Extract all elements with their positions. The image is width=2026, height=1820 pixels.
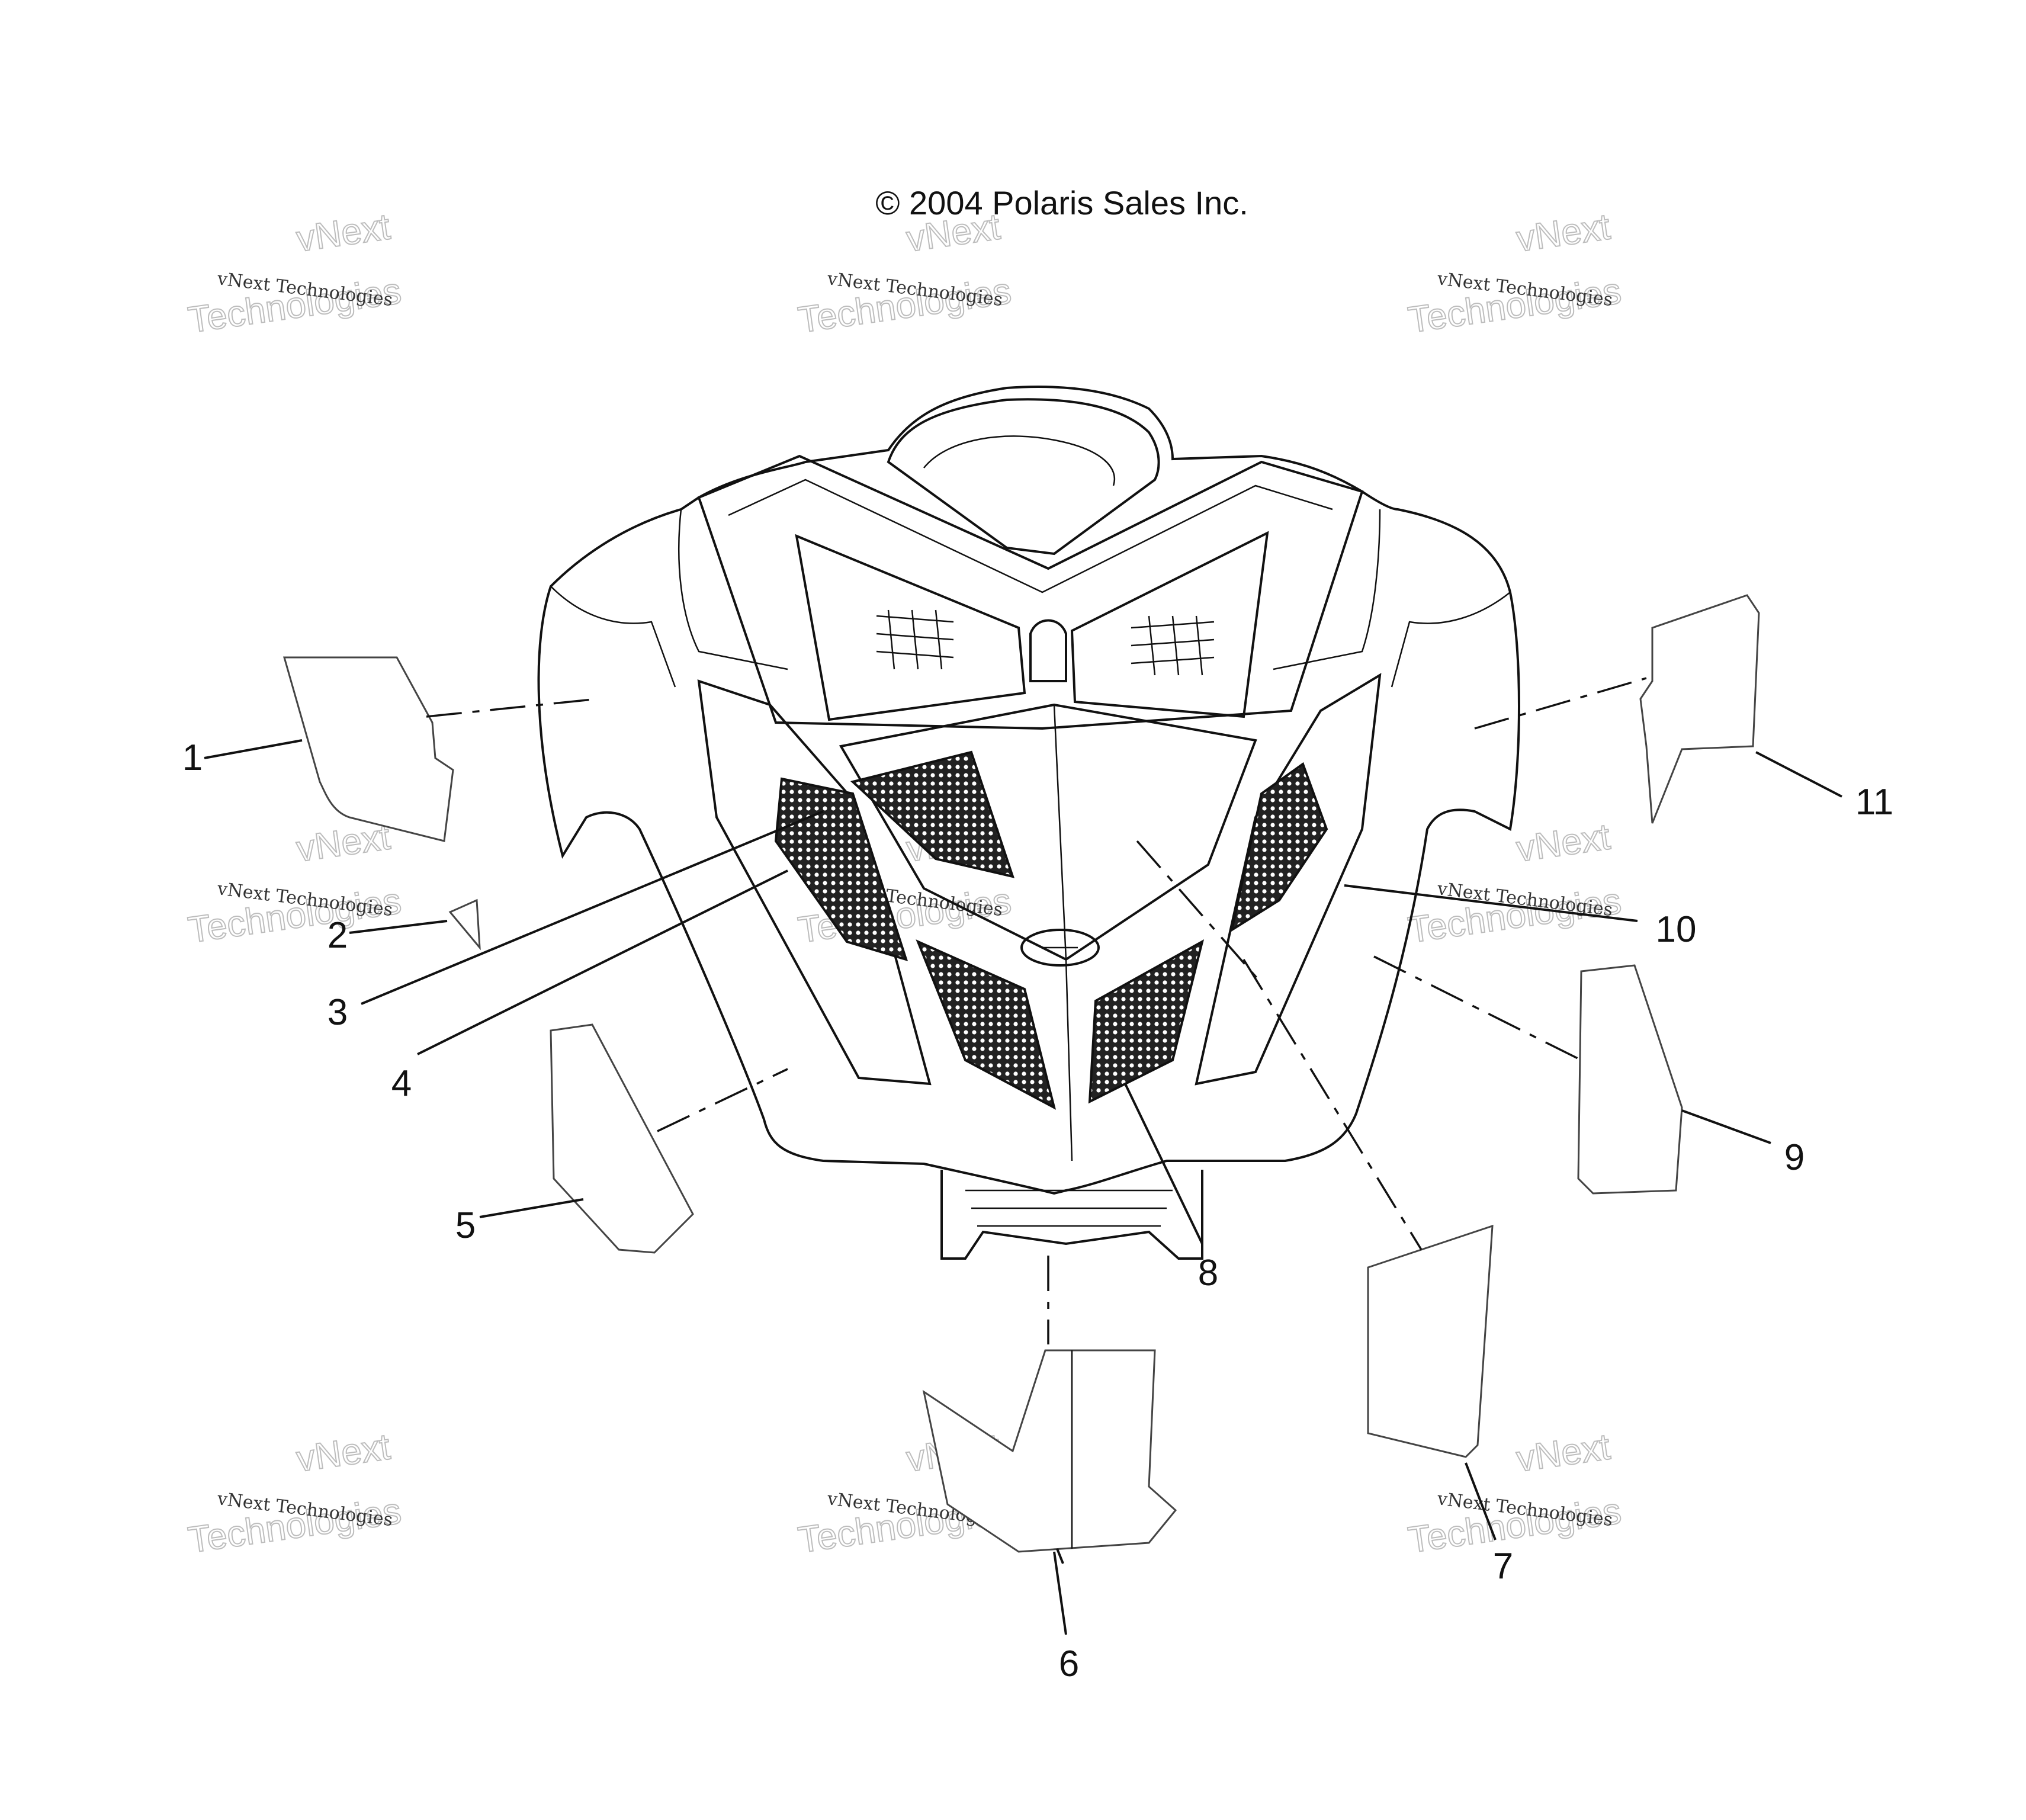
left-headlight-hatch [876, 609, 954, 670]
callout-numbers: 1 2 3 4 5 6 7 8 9 10 11 [182, 737, 1893, 1684]
nose-badge [1020, 929, 1100, 967]
callout-9: 9 [1784, 1137, 1805, 1178]
left-side-contour [550, 586, 676, 688]
callout-8: 8 [1198, 1253, 1218, 1293]
svg-text:vNext: vNext [1514, 206, 1613, 259]
right-lower-vent [1088, 939, 1205, 1104]
bumper-grille [965, 1189, 1173, 1227]
watermark: vNext Technologies [795, 206, 1014, 341]
front-bumper [940, 1170, 1203, 1260]
nose-centerline [1053, 704, 1073, 1161]
right-side-panel [1195, 673, 1382, 1086]
hood-assembly [537, 386, 1520, 1260]
right-headlight-hatch [1131, 615, 1215, 676]
left-upper-rim [678, 509, 788, 670]
callout-1: 1 [182, 737, 203, 778]
right-headlight [1070, 531, 1269, 718]
callout-11: 11 [1855, 782, 1893, 823]
watermark: vNext Technologies [1405, 206, 1624, 341]
decal-7 [1367, 1224, 1494, 1458]
watermark: vNext Technologies [1405, 816, 1624, 951]
watermark: vNext Technologies [185, 206, 404, 341]
decal-11 [1639, 594, 1760, 824]
left-upper-vent [850, 750, 1015, 878]
callout-7: 7 [1493, 1546, 1513, 1587]
decal-9 [1577, 964, 1683, 1195]
decal-2 [448, 898, 481, 951]
svg-text:vNext: vNext [1514, 1426, 1613, 1479]
right-upper-rim [1273, 509, 1381, 670]
decal-1 [283, 656, 454, 842]
assembly-lines [426, 677, 1647, 1344]
callout-4: 4 [391, 1063, 412, 1104]
left-side-panel [697, 679, 932, 1086]
windshield [887, 398, 1160, 556]
svg-text:vNext: vNext [294, 206, 393, 259]
svg-text:vNext: vNext [294, 1426, 393, 1479]
windshield-inner [923, 435, 1116, 486]
decal-group [283, 594, 1760, 1553]
copyright-text: © 2004 Polaris Sales Inc. [875, 184, 1248, 222]
callout-2: 2 [328, 915, 348, 956]
right-side-contour [1391, 592, 1511, 688]
hood-outline [537, 386, 1520, 1195]
watermark: vNext Technologies [185, 1426, 404, 1561]
left-headlight [795, 534, 1026, 721]
decal-5 [550, 1023, 694, 1254]
callout-10: 10 [1656, 909, 1697, 950]
upper-frame-inner [728, 479, 1333, 593]
left-lower-vent [916, 939, 1057, 1110]
decal-6 [922, 1349, 1177, 1553]
upper-frame [697, 454, 1364, 730]
svg-text:vNext: vNext [1514, 816, 1613, 869]
callout-6: 6 [1059, 1644, 1079, 1684]
center-emblem [1029, 619, 1067, 682]
callout-5: 5 [455, 1205, 476, 1246]
callout-3: 3 [328, 992, 348, 1033]
callout-leaders [204, 739, 1842, 1635]
right-side-vent [1230, 762, 1328, 933]
